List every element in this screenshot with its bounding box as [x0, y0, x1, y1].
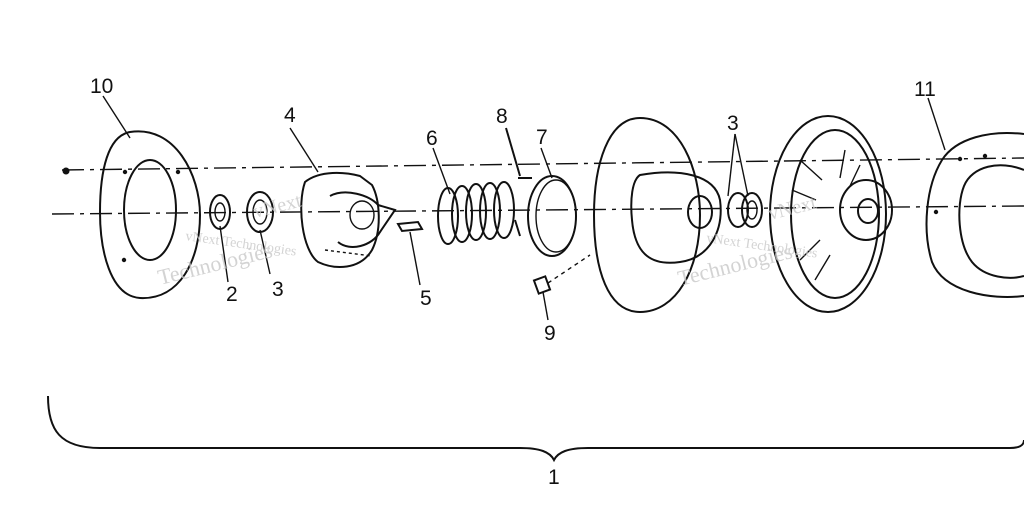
callout-6: 6 [426, 127, 438, 150]
assembly-bracket [47, 395, 1024, 463]
watermark-brand-1: vNext [251, 190, 304, 223]
part-6-spring [437, 181, 521, 245]
callout-10: 10 [90, 75, 113, 98]
callout-4: 4 [284, 104, 296, 127]
callout-3-right: 3 [727, 112, 739, 135]
callout-7: 7 [536, 126, 548, 149]
part-9-bolt [532, 254, 591, 295]
callout-2: 2 [226, 283, 238, 306]
callout-5: 5 [420, 287, 432, 310]
callout-11: 11 [914, 78, 936, 101]
callout-1: 1 [548, 466, 560, 489]
callout-3-left: 3 [272, 278, 284, 301]
part-3-washers-right [727, 192, 763, 228]
callout-9: 9 [544, 322, 556, 345]
moveable-sheave [592, 116, 722, 314]
callout-8: 8 [496, 105, 508, 128]
part-10-cover-plate [62, 130, 202, 300]
callout-labels: 10 2 3 4 5 6 7 8 9 3 11 1 [90, 75, 936, 489]
watermark-brand-2: vNext [766, 192, 819, 225]
watermark: vNext Technologies Technologies vNext vN… [155, 190, 819, 291]
leader-lines [102, 95, 946, 321]
center-axis-lines [51, 157, 1024, 215]
part-5-key [396, 220, 424, 233]
part-7-bushing-ring [527, 175, 577, 257]
part-4-cam-helix [300, 171, 397, 268]
part-8-screw [505, 127, 532, 179]
fixed-sheave [769, 115, 893, 313]
part-11-rear-plate [925, 132, 1024, 298]
